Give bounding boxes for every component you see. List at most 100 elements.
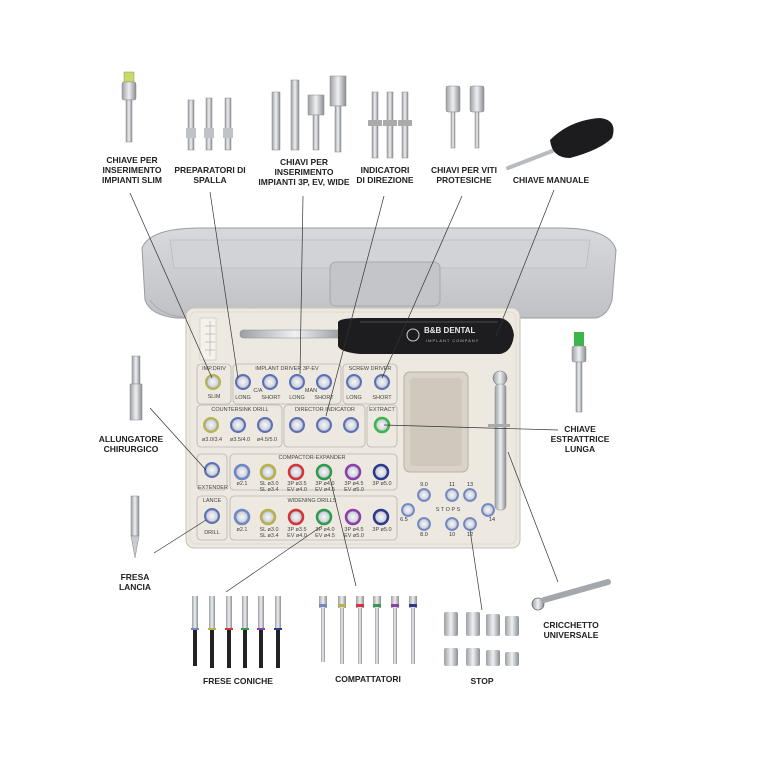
callout-direction-indicators: INDICATORI DI DIREZIONE xyxy=(350,165,420,185)
brand-name: B&B DENTAL xyxy=(424,326,476,335)
callout-line: IMPIANTI SLIM xyxy=(102,175,162,185)
tray-lid xyxy=(141,227,617,319)
label-short-1: SHORT xyxy=(261,395,281,401)
size-w-3b: EV ø4.0 xyxy=(287,533,307,539)
size-c-1a: ø2.1 xyxy=(236,481,248,487)
callout-lance-drill: FRESA LANCIA xyxy=(110,572,160,592)
label-long-1: LONG xyxy=(235,395,251,401)
row-countersink-director xyxy=(203,416,391,434)
callout-line: LUNGA xyxy=(564,444,596,454)
row-widening xyxy=(233,508,390,526)
label-lance: LANCE xyxy=(202,498,222,504)
size-c-2b: SL ø3.4 xyxy=(259,487,279,493)
callout-implant-keys: CHIAVI PER INSERIMENTO IMPIANTI 3P, EV, … xyxy=(254,157,354,187)
callout-screw-keys: CHIAVI PER VITI PROTESICHE xyxy=(428,165,500,185)
callout-extraction-key: CHIAVE ESTRATTRICE LUNGA xyxy=(548,424,612,454)
compartment-frames xyxy=(196,363,398,541)
callout-line: ALLUNGATORE xyxy=(98,434,164,444)
stop-num: 12 xyxy=(466,532,474,538)
label-implant-driver: IMPLANT DRIVER 3P-EV xyxy=(255,366,319,372)
size-w-4b: EV ø4.5 xyxy=(315,533,335,539)
label-cs-1: ø3.0/3.4 xyxy=(201,437,223,443)
size-c-4a: 3P ø4.0 xyxy=(315,481,335,487)
callout-line: INDICATORI xyxy=(360,165,410,175)
callout-line: CHIAVI PER VITI xyxy=(431,165,497,175)
callout-stops: STOP xyxy=(462,676,502,686)
label-drill: DRILL xyxy=(204,530,220,536)
size-w-3a: 3P ø3.5 xyxy=(287,527,307,533)
size-c-2a: SL ø3.0 xyxy=(259,481,279,487)
callout-line: CHIAVE xyxy=(564,424,596,434)
callout-slim-key: CHIAVE PER INSERIMENTO IMPIANTI SLIM xyxy=(92,155,172,185)
tool-lance-drill xyxy=(130,495,140,559)
callout-line: FRESE CONICHE xyxy=(203,676,273,686)
callout-surgical-extender: ALLUNGATORE CHIRURGICO xyxy=(96,434,166,454)
label-long-2: LONG xyxy=(289,395,305,401)
stop-num: 13 xyxy=(466,482,474,488)
callout-line: DI DIREZIONE xyxy=(356,175,414,185)
size-w-6a: 3P ø5.0 xyxy=(372,527,392,533)
size-w-1a: ø2.1 xyxy=(236,527,248,533)
label-stops: S T O P S xyxy=(435,507,461,513)
label-imp-driv: IMP.DRIV xyxy=(202,366,226,372)
stop-num: 10 xyxy=(448,532,456,538)
tool-ratchet xyxy=(531,579,611,611)
label-extract: EXTRACT xyxy=(369,407,395,413)
stop-num: 11 xyxy=(449,482,455,488)
tool-slim-key xyxy=(121,71,137,143)
stop-num: 6.5 xyxy=(400,517,408,523)
leader-lines xyxy=(129,189,559,611)
callout-line: CHIAVI PER xyxy=(279,157,329,167)
callout-line: UNIVERSALE xyxy=(543,630,599,640)
tool-screw-keys xyxy=(445,85,485,149)
label-screw-driver: SCREW DRIVER xyxy=(348,366,392,372)
callout-line: STOP xyxy=(470,676,494,686)
size-c-3a: 3P ø3.5 xyxy=(287,481,307,487)
size-w-2b: SL ø3.4 xyxy=(259,533,279,539)
label-cs-3: ø4.5/5.0 xyxy=(256,437,278,443)
label-countersink: COUNTERSINK DRILL xyxy=(211,407,269,413)
callout-line: FRESA xyxy=(120,572,150,582)
callout-line: SPALLA xyxy=(193,175,227,185)
ratchet-in-tray xyxy=(488,370,510,511)
stop-num: 14 xyxy=(488,517,496,523)
label-short-2: SHORT xyxy=(314,395,334,401)
callout-line: CHIAVE PER xyxy=(106,155,158,165)
stop-num: 8.0 xyxy=(420,532,428,538)
label-slim: SLIM xyxy=(207,394,221,400)
callout-manual-wrench: CHIAVE MANUALE xyxy=(506,175,596,185)
brand-sub: IMPLANT COMPANY xyxy=(426,338,480,343)
callout-line: PREPARATORI DI xyxy=(174,165,246,175)
callout-shoulder-preparers: PREPARATORI DI SPALLA xyxy=(170,165,250,185)
brand-logo: B&B DENTAL xyxy=(424,326,475,335)
label-short-3: SHORT xyxy=(372,395,392,401)
callout-line: IMPIANTI 3P, EV, WIDE xyxy=(258,177,350,187)
size-c-3b: EV ø4.0 xyxy=(287,487,307,493)
callout-compactors: COMPATTATORI xyxy=(326,674,410,684)
callout-line: PROTESICHE xyxy=(436,175,492,185)
size-c-4b: EV ø4.5 xyxy=(315,487,335,493)
callout-line: INSERIMENTO xyxy=(102,165,162,175)
tool-compactors xyxy=(319,596,417,664)
size-c-5a: 3P ø4.5 xyxy=(344,481,364,487)
row-implant-drivers xyxy=(205,374,390,390)
tool-shoulder-preparers xyxy=(186,97,233,151)
size-w-5b: EV ø5.0 xyxy=(344,533,364,539)
tool-stops xyxy=(444,612,519,666)
label-compactor: COMPACTOR-EXPANDER xyxy=(278,455,346,461)
manual-wrench-in-tray xyxy=(239,318,514,354)
label-ca: C/A xyxy=(253,388,263,394)
label-man: MAN xyxy=(304,388,318,394)
size-c-6a: 3P ø5.0 xyxy=(372,481,392,487)
stop-wells xyxy=(401,488,495,531)
label-long-3: LONG xyxy=(346,395,362,401)
tool-implant-keys xyxy=(271,75,347,153)
tool-extraction-key xyxy=(571,332,587,413)
label-director: DIRECTOR INDICATOR xyxy=(295,407,355,413)
row-compactor xyxy=(233,463,390,481)
label-extender: EXTENDER xyxy=(198,485,228,491)
size-w-5a: 3P ø4.5 xyxy=(344,527,364,533)
size-w-4a: 3P ø4.0 xyxy=(315,527,335,533)
tool-direction-indicators xyxy=(368,91,412,159)
